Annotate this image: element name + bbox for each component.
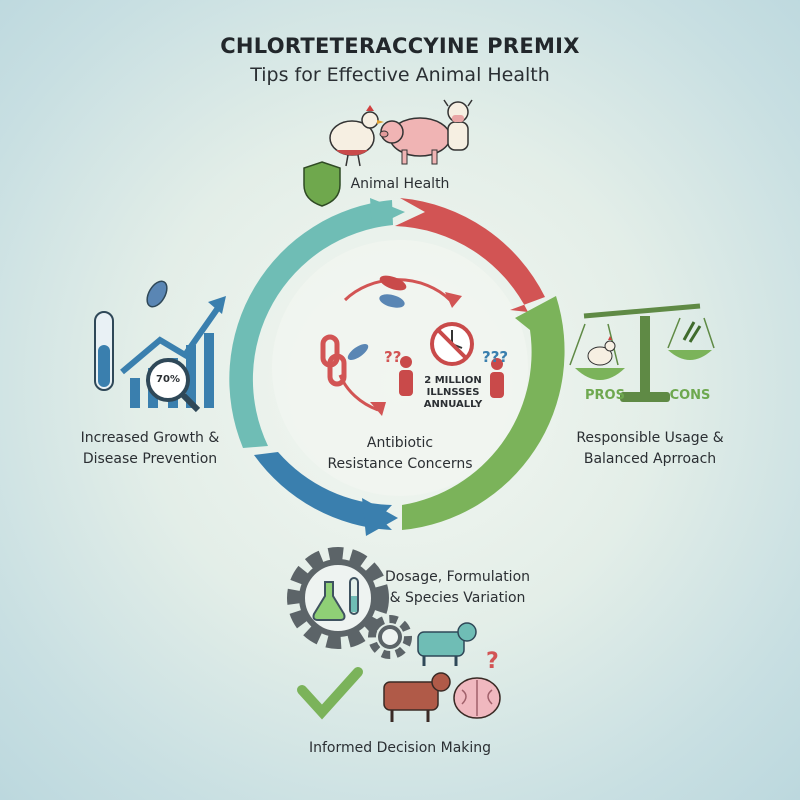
growth-label-line1: Increased Growth & (80, 430, 220, 446)
bacteria-icon (347, 275, 407, 361)
pros-label: PROS (585, 388, 625, 403)
cow-icon (417, 622, 477, 666)
bacteria-icon (146, 280, 168, 308)
cons-label: CONS (669, 388, 711, 403)
page-title: CHLORTETERACCYINE PREMIX (220, 34, 580, 58)
svg-text:???: ??? (482, 348, 508, 366)
cycle-segment-red (395, 198, 545, 312)
svg-text:?: ? (486, 649, 499, 674)
center-label-line1: Antibiotic (366, 435, 434, 451)
dosage-label-line1: Dosage, Formulation (384, 569, 531, 585)
clock-icon (430, 322, 474, 366)
page-subtitle: Tips for Effective Animal Health (250, 64, 550, 86)
test-tube-icon (94, 311, 114, 391)
scale-icon (569, 303, 715, 402)
responsible-label-line2: Balanced Aprroach (583, 451, 717, 467)
arrowhead-teal (370, 198, 405, 228)
animal-health-label: Animal Health (350, 176, 450, 192)
checkmark-icon (297, 667, 363, 720)
stat-line-2: ILLNSSES (426, 387, 480, 398)
brain-icon (453, 677, 501, 719)
center-label-line2: Resistance Concerns (327, 456, 473, 472)
growth-label-line2: Disease Prevention (82, 451, 218, 467)
cycle-ring (229, 198, 565, 536)
broken-chain-icon (320, 334, 347, 387)
question-icon: ?? ??? (384, 348, 508, 366)
person-icon (399, 356, 504, 398)
stat-line-3: ANNUALLY (423, 399, 483, 410)
shield-icon (303, 161, 341, 207)
chart-value-label: 70% (156, 374, 180, 385)
pig-icon (379, 117, 451, 165)
cow-icon (443, 99, 473, 151)
magnifier-icon (146, 358, 201, 413)
svg-text:??: ?? (384, 348, 401, 366)
chicken-icon (329, 105, 384, 167)
arrowhead-blue (362, 498, 398, 536)
cow-icon (383, 672, 451, 722)
dosage-label-line2: & Species Variation (389, 590, 526, 606)
cycle-segment-green (402, 296, 565, 530)
question-icon: ? (486, 649, 499, 674)
flask-icon (312, 577, 359, 621)
responsible-label-line1: Responsible Usage & (576, 430, 724, 446)
decision-label: Informed Decision Making (308, 740, 492, 756)
cycle-segment-blue (254, 452, 392, 530)
stat-line-1: 2 MILLION (424, 375, 482, 386)
chicken-icon (587, 336, 616, 366)
